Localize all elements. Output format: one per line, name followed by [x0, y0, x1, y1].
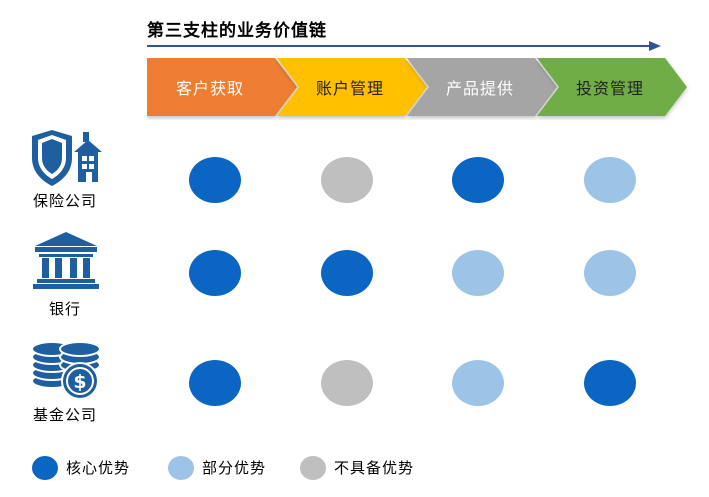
- stage-label-3: 产品提供: [445, 79, 514, 98]
- row-label-insurance: 保险公司: [32, 192, 97, 210]
- advantage-dot: [321, 157, 373, 203]
- stage-chevron-4: [537, 58, 687, 116]
- row-label-fund: 基金公司: [32, 406, 97, 424]
- stage-chevron-3: [407, 58, 557, 116]
- legend-label-partial: 部分优势: [202, 459, 267, 477]
- advantage-dot: [321, 360, 373, 406]
- stage-chevron-1: [147, 58, 297, 116]
- legend-label-core: 核心优势: [66, 459, 131, 477]
- legend-label-none: 不具备优势: [334, 459, 415, 477]
- advantage-dot: [584, 157, 636, 203]
- advantage-dot: [584, 250, 636, 296]
- legend-dot-partial: [168, 456, 194, 480]
- stage-label-4: 投资管理: [575, 79, 644, 98]
- legend-dot-core: [32, 456, 58, 480]
- advantage-dot: [584, 360, 636, 406]
- svg-text:$: $: [73, 371, 86, 393]
- fund-icon: $: [31, 341, 101, 400]
- value-chain-arrow: [147, 41, 661, 51]
- stage-chevron-2: [277, 58, 427, 116]
- advantage-dot: [452, 250, 504, 296]
- stage-label-2: 账户管理: [315, 79, 384, 98]
- advantage-dot: [452, 157, 504, 203]
- advantage-dot: [321, 250, 373, 296]
- advantage-dot: [189, 250, 241, 296]
- legend-dot-none: [300, 456, 326, 480]
- advantage-dot: [189, 360, 241, 406]
- stage-label-1: 客户获取: [175, 79, 244, 98]
- advantage-dot: [452, 360, 504, 406]
- insurance-icon: [32, 130, 102, 186]
- advantage-dot: [189, 157, 241, 203]
- bank-icon: [33, 232, 99, 289]
- stage-chevrons: [147, 58, 687, 116]
- row-label-bank: 银行: [48, 300, 81, 318]
- diagram-title: 第三支柱的业务价值链: [147, 21, 327, 41]
